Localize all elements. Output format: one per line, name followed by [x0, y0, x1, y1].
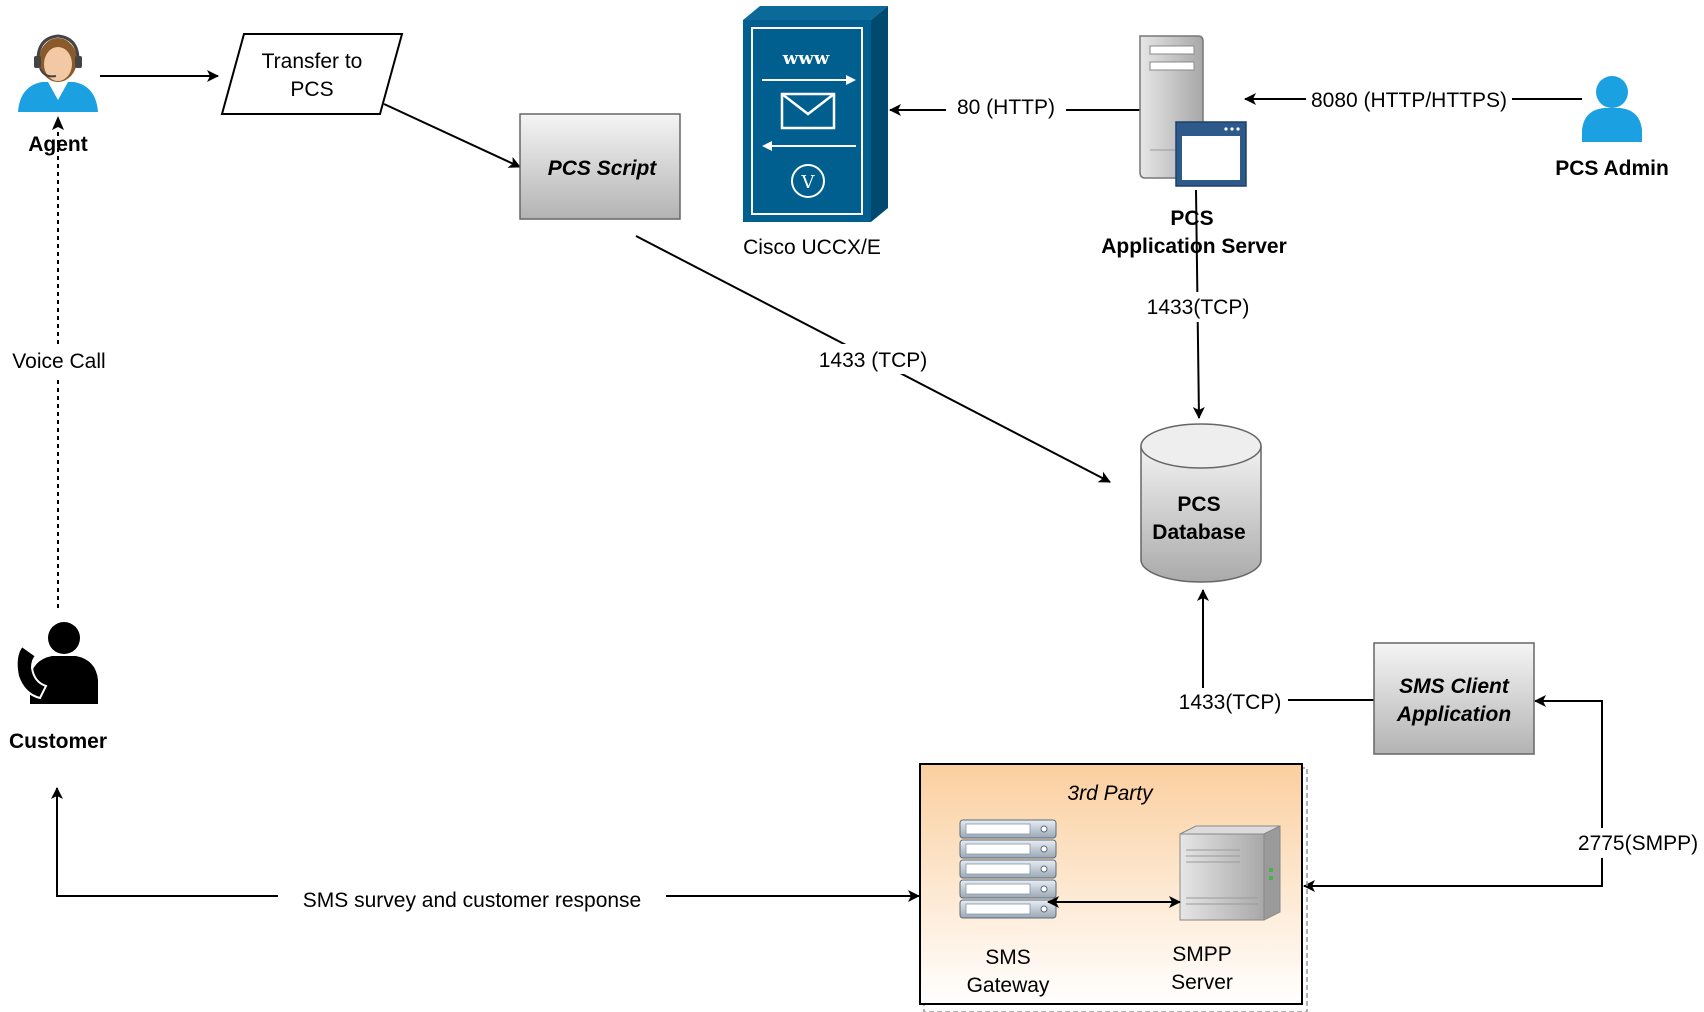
- smpp-server-label-line2: Server: [1171, 971, 1233, 994]
- database-label-line2: Database: [1152, 521, 1245, 544]
- pcs-admin-label: PCS Admin: [1555, 157, 1669, 180]
- appserver-db-port-label: 1433(TCP): [1147, 296, 1250, 319]
- smsclient-db-port-label: 1433(TCP): [1179, 691, 1282, 714]
- http80-label: 80 (HTTP): [957, 96, 1055, 119]
- third-party-label: 3rd Party: [1067, 782, 1154, 805]
- cisco-uccx-icon[interactable]: www V: [743, 6, 888, 222]
- www-text: www: [782, 48, 830, 69]
- svg-text:V: V: [801, 172, 816, 193]
- third-party-container: 3rd Party SMS Gateway: [919, 763, 1308, 1012]
- transfer-label-line2: PCS: [290, 78, 333, 101]
- sms-gateway-icon[interactable]: [959, 819, 1057, 919]
- sms-gateway-label-line2: Gateway: [967, 974, 1050, 997]
- pcs-admin-icon[interactable]: [1582, 76, 1642, 142]
- http8080-label: 8080 (HTTP/HTTPS): [1311, 89, 1507, 112]
- edge-smpp: [1303, 695, 1603, 892]
- pcs-script-box[interactable]: PCS Script: [519, 113, 681, 220]
- sms-client-label-line1: SMS Client: [1399, 675, 1510, 698]
- voice-call-arrowhead: [52, 116, 64, 130]
- customer-label: Customer: [9, 730, 107, 753]
- customer-icon: [15, 622, 98, 704]
- smpp-port-label: 2775(SMPP): [1578, 832, 1698, 855]
- edge-transfer-script: [383, 103, 521, 168]
- pcs-script-label: PCS Script: [548, 157, 658, 180]
- voice-call-label: Voice Call: [12, 350, 105, 373]
- smpp-server-label-line1: SMPP: [1172, 943, 1232, 966]
- sms-survey-label: SMS survey and customer response: [303, 889, 641, 912]
- pcs-database-cylinder[interactable]: PCS Database: [1140, 423, 1262, 583]
- script-db-port-label: 1433 (TCP): [819, 349, 928, 372]
- transfer-label-line1: Transfer to: [262, 50, 363, 73]
- pcs-app-server-icon[interactable]: [1139, 35, 1247, 187]
- agent-icon: [18, 34, 98, 112]
- database-label-line1: PCS: [1177, 493, 1220, 516]
- transfer-to-pcs-shape[interactable]: Transfer to PCS: [220, 33, 404, 115]
- sms-client-label-line2: Application: [1396, 703, 1511, 726]
- cisco-label: Cisco UCCX/E: [743, 236, 881, 259]
- agent-label: Agent: [28, 133, 88, 156]
- edge-sms-survey: [51, 787, 920, 902]
- sms-gateway-label-line1: SMS: [985, 946, 1031, 969]
- smpp-server-icon[interactable]: [1179, 825, 1281, 921]
- sms-client-app-box[interactable]: SMS Client Application: [1373, 642, 1535, 755]
- app-server-label-line1: PCS: [1170, 207, 1213, 230]
- edge-smsclient-database: [1197, 589, 1376, 701]
- app-server-label-line2: Application Server: [1101, 235, 1287, 258]
